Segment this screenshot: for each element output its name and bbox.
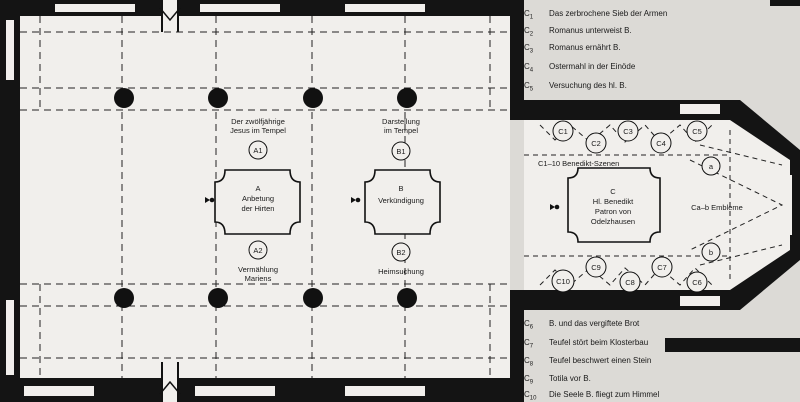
panel-c-letter: C xyxy=(610,187,616,196)
legend-item-text: Versuchung des hl. B. xyxy=(549,81,627,90)
nave-wall-right xyxy=(510,0,524,120)
medallion-c1-label: C1 xyxy=(558,127,568,136)
legend-bar-right xyxy=(665,338,800,352)
medallion-c6-label: C6 xyxy=(692,278,702,287)
panel-a-frame xyxy=(214,169,301,235)
medallion-b1 xyxy=(391,141,411,161)
medallion-ca-label: a xyxy=(709,162,714,171)
medallion-a1-label: A1 xyxy=(253,146,262,155)
panel-c-line1: Hl. Benedikt xyxy=(593,197,634,206)
medallion-cb xyxy=(701,242,721,262)
top-wall-openings xyxy=(55,4,425,12)
a1-caption-line2: Jesus im Tempel xyxy=(230,126,286,135)
panel-c-line2: Patron von xyxy=(595,207,631,216)
medallion-c9 xyxy=(585,256,607,278)
medallion-b2-label: B2 xyxy=(396,248,405,257)
medallion-c4 xyxy=(650,132,672,154)
medallion-c6 xyxy=(686,271,708,293)
panel-a-line1: Anbetung xyxy=(242,194,274,203)
b2-caption: Heimsuchung xyxy=(378,267,424,276)
bottom-wall-openings xyxy=(24,386,425,396)
medallion-c4-label: C4 xyxy=(656,139,666,148)
medallion-c10-label: C10 xyxy=(556,277,570,286)
medallion-c3 xyxy=(617,120,639,142)
medallion-c10 xyxy=(551,269,575,293)
panel-b-line1: Verkündigung xyxy=(378,196,424,205)
panel-a-letter: A xyxy=(255,184,260,193)
panel-c-frame xyxy=(567,167,661,243)
a2-caption-line1: Vermählung xyxy=(238,265,278,274)
medallion-c7 xyxy=(651,256,673,278)
medallion-c3-label: C3 xyxy=(623,127,633,136)
scenes-label: C1–10 Benedikt-Szenen xyxy=(538,159,619,168)
medallion-c5-label: C5 xyxy=(692,127,702,136)
emblems-label: Ca–b Embleme xyxy=(691,203,743,212)
medallion-c7-label: C7 xyxy=(657,263,667,272)
medallion-c9-label: C9 xyxy=(591,263,601,272)
panel-a-line2: der Hirten xyxy=(242,204,275,213)
medallion-cb-label: b xyxy=(709,248,713,257)
nave-wall-right-lower xyxy=(510,290,524,402)
legend-item-text: Teufel beschwert einen Stein xyxy=(549,356,652,365)
legend-item-text: Ostermahl in der Einöde xyxy=(549,62,636,71)
a2-caption-line2: Mariens xyxy=(245,274,272,283)
medallion-b1-label: B1 xyxy=(396,147,405,156)
chancel-window-openings xyxy=(680,104,792,306)
medallion-a2 xyxy=(248,240,268,260)
legend-item-text: B. und das vergiftete Brot xyxy=(549,319,640,328)
legend-item-text: Das zerbrochene Sieb der Armen xyxy=(549,9,668,18)
legend-bar-top xyxy=(770,0,800,6)
medallion-c8-label: C8 xyxy=(625,278,635,287)
legend-item-text: Romanus unterweist B. xyxy=(549,26,632,35)
chancel-walls xyxy=(510,100,800,310)
medallion-ca xyxy=(701,156,721,176)
top-entrance xyxy=(159,0,181,32)
medallion-b2 xyxy=(391,242,411,262)
panel-b-frame xyxy=(364,169,441,235)
medallion-c2 xyxy=(585,132,607,154)
left-wall-openings xyxy=(6,20,14,375)
legend-item-text: Teufel stört beim Klosterbau xyxy=(549,338,649,347)
medallion-c8 xyxy=(619,271,641,293)
panel-b-letter: B xyxy=(398,184,403,193)
legend-item-text: Totila vor B. xyxy=(549,374,591,383)
chancel-lines xyxy=(524,124,784,286)
medallion-c5 xyxy=(686,120,708,142)
panel-c-line3: Odelzhausen xyxy=(591,217,635,226)
nave-wall-left xyxy=(0,0,20,402)
bottom-entrance xyxy=(159,362,181,402)
b1-caption-line1: Darstellung xyxy=(382,117,420,126)
b1-caption-line2: im Tempel xyxy=(384,126,418,135)
medallion-a2-label: A2 xyxy=(253,246,262,255)
medallion-c1 xyxy=(552,120,574,142)
pillars xyxy=(114,88,417,308)
medallion-a1 xyxy=(248,140,268,160)
legend-item-text: Romanus ernährt B. xyxy=(549,43,621,52)
a1-caption-line1: Der zwölfjährige xyxy=(231,117,285,126)
legend-item-text: Die Seele B. fliegt zum Himmel xyxy=(549,390,660,399)
medallion-c2-label: C2 xyxy=(591,139,601,148)
